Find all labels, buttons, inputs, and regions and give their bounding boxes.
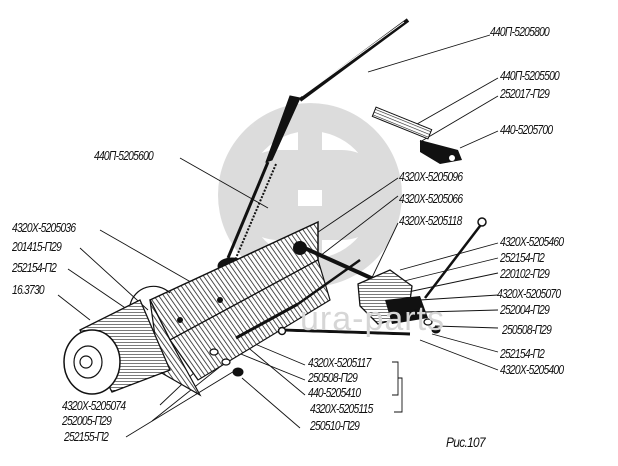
part-label: 252004-П29 [500, 303, 550, 317]
part-label: 4320X-5205036 [12, 221, 76, 235]
part-label: 252154-П2 [500, 251, 545, 265]
part-label: 4320X-5205118 [399, 214, 462, 228]
wiper-blade [371, 106, 462, 164]
part-label: 252017-П29 [500, 87, 550, 101]
part-label: 4320X-5205400 [500, 363, 564, 377]
part-label: 440П-5205600 [94, 149, 154, 163]
fasteners [209, 309, 441, 377]
part-label: 252154-П2 [500, 347, 545, 361]
part-label: 220102-П29 [500, 267, 550, 281]
part-label: 4320X-5205460 [500, 235, 564, 249]
part-label: 250510-П29 [310, 419, 360, 433]
part-label: 201415-П29 [12, 240, 62, 254]
part-label: 4320X-5205096 [399, 170, 463, 184]
leader-lines [57, 34, 499, 438]
part-label: 4320X-5205115 [310, 402, 373, 416]
part-label: 4320X-5205074 [62, 399, 126, 413]
drive-assembly [357, 269, 428, 325]
motor [63, 285, 171, 395]
part-label: 4320X-5205066 [399, 192, 463, 206]
part-label: 252005-П29 [62, 414, 112, 428]
part-label: 250508-П29 [502, 323, 552, 337]
part-label: 4320X-5205070 [497, 287, 561, 301]
part-label: 440-5205410 [308, 386, 361, 400]
part-label: 440-5205700 [500, 123, 553, 137]
part-label: 250508-П29 [308, 371, 358, 385]
part-label: 440П-5205800 [490, 25, 550, 39]
part-label: 252154-П2 [12, 261, 57, 275]
part-label: 4320X-5205117 [308, 356, 371, 370]
part-label: 252155-П2 [64, 430, 109, 444]
watermark-text: ura-parts [300, 300, 446, 338]
linkage-rods [235, 217, 487, 340]
part-label: 440П-5205500 [500, 69, 560, 83]
part-label: 16.3730 [12, 283, 45, 297]
figure-caption: Рис.107 [446, 434, 486, 450]
